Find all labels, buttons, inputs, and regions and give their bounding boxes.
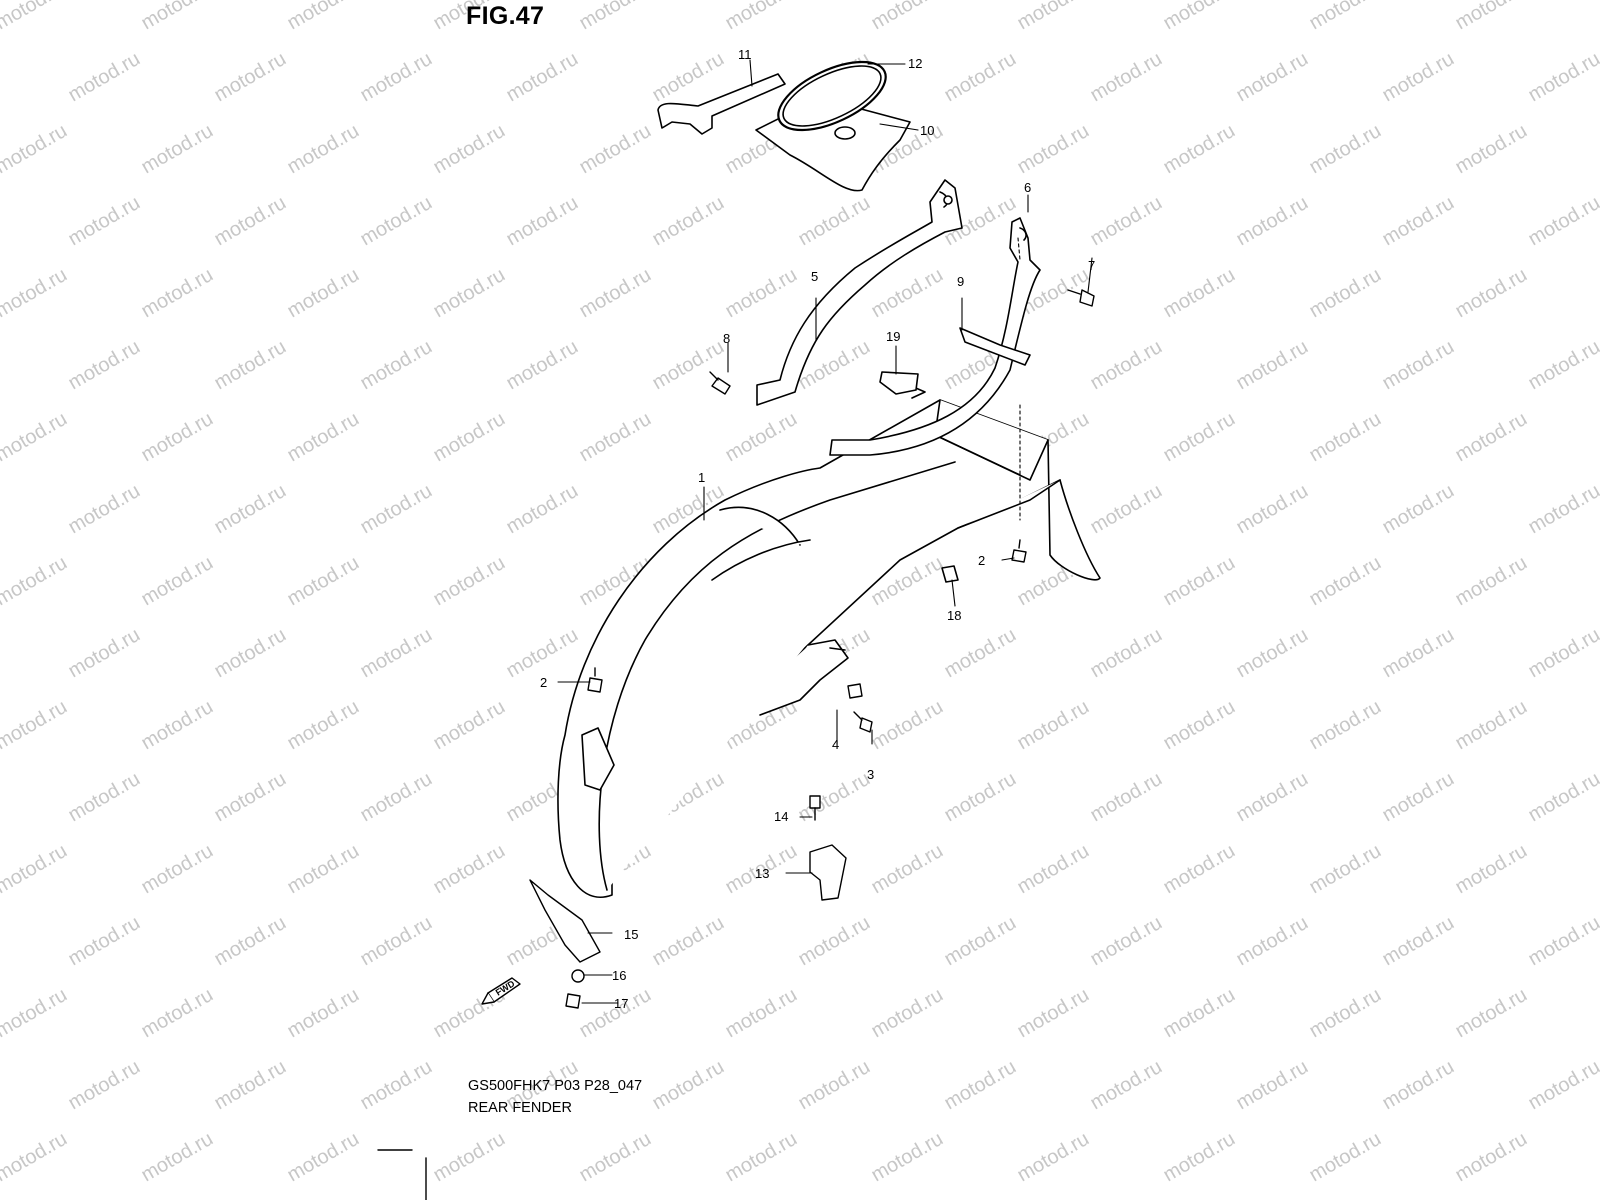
grab-rail-left-part: [756, 179, 963, 406]
figure-name: REAR FENDER: [468, 1100, 572, 1116]
callout-17: 17: [614, 996, 628, 1011]
figure-code: GS500FHK7 P03 P28_047: [468, 1078, 643, 1094]
watermark-text: motod.ru: [1598, 0, 1600, 34]
callout-19: 19: [886, 329, 900, 344]
callout-16: 16: [612, 968, 626, 983]
page-crop-marks: [377, 1149, 427, 1200]
callout-10: 10: [920, 123, 934, 138]
callout-9: 9: [957, 274, 964, 289]
callout-1: 1: [698, 470, 705, 485]
callout-12: 12: [908, 56, 922, 71]
figure-title: FIG.47: [466, 2, 545, 30]
callout-2b: 2: [978, 553, 985, 568]
tool-tray-part: [657, 60, 911, 192]
callout-numbers: 1 2 2 3 4 5 6 7 8 9 10 11 12 13 14 15 16…: [540, 47, 1095, 1011]
callout-18: 18: [947, 608, 961, 623]
rear-fender-part: [557, 399, 1101, 898]
callout-8: 8: [723, 331, 730, 346]
callout-15: 15: [624, 927, 638, 942]
callout-leader-lines: [557, 59, 1093, 1004]
callout-13: 13: [755, 866, 769, 881]
fastener-bolts: [481, 289, 1095, 1009]
callout-6: 6: [1024, 180, 1031, 195]
small-pad-parts: [879, 371, 959, 583]
callout-14: 14: [774, 809, 788, 824]
callout-11: 11: [738, 47, 752, 62]
callout-2a: 2: [540, 675, 547, 690]
callout-7: 7: [1088, 258, 1095, 273]
callout-3: 3: [867, 767, 874, 782]
callout-5: 5: [811, 269, 818, 284]
callout-4: 4: [832, 737, 839, 752]
